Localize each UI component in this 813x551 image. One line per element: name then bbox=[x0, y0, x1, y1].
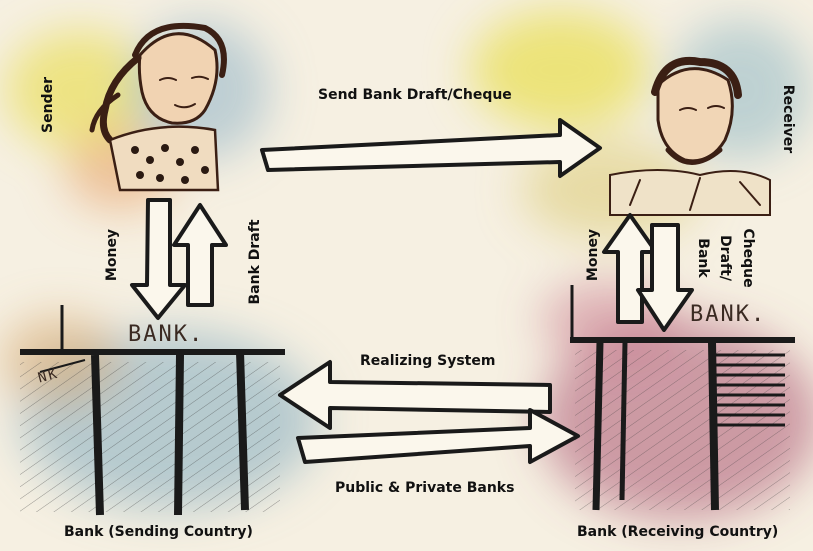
receiver-label: Receiver bbox=[780, 79, 796, 159]
bank-draft-label-left: Bank Draft bbox=[247, 217, 263, 307]
public-private-arrow bbox=[298, 410, 578, 462]
money-label-left: Money bbox=[104, 225, 120, 285]
send-draft-label: Send Bank Draft/Cheque bbox=[318, 87, 512, 103]
public-private-label: Public & Private Banks bbox=[335, 480, 514, 496]
draft-label-right: Draft/ bbox=[717, 233, 733, 283]
bank-sending-label: Bank (Sending Country) bbox=[64, 524, 253, 540]
cheque-label-right: Cheque bbox=[740, 228, 756, 288]
left-money-arrow bbox=[132, 200, 185, 318]
sender-label: Sender bbox=[40, 75, 56, 135]
realizing-system-arrow bbox=[280, 362, 550, 428]
bank-label-right: Bank bbox=[695, 238, 711, 278]
realizing-system-label: Realizing System bbox=[360, 353, 495, 369]
bank-receiving-label: Bank (Receiving Country) bbox=[577, 524, 778, 540]
bank-sign-right: BANK. bbox=[690, 302, 766, 327]
bank-sign-left: BANK. bbox=[128, 322, 204, 347]
money-label-right: Money bbox=[585, 225, 601, 285]
